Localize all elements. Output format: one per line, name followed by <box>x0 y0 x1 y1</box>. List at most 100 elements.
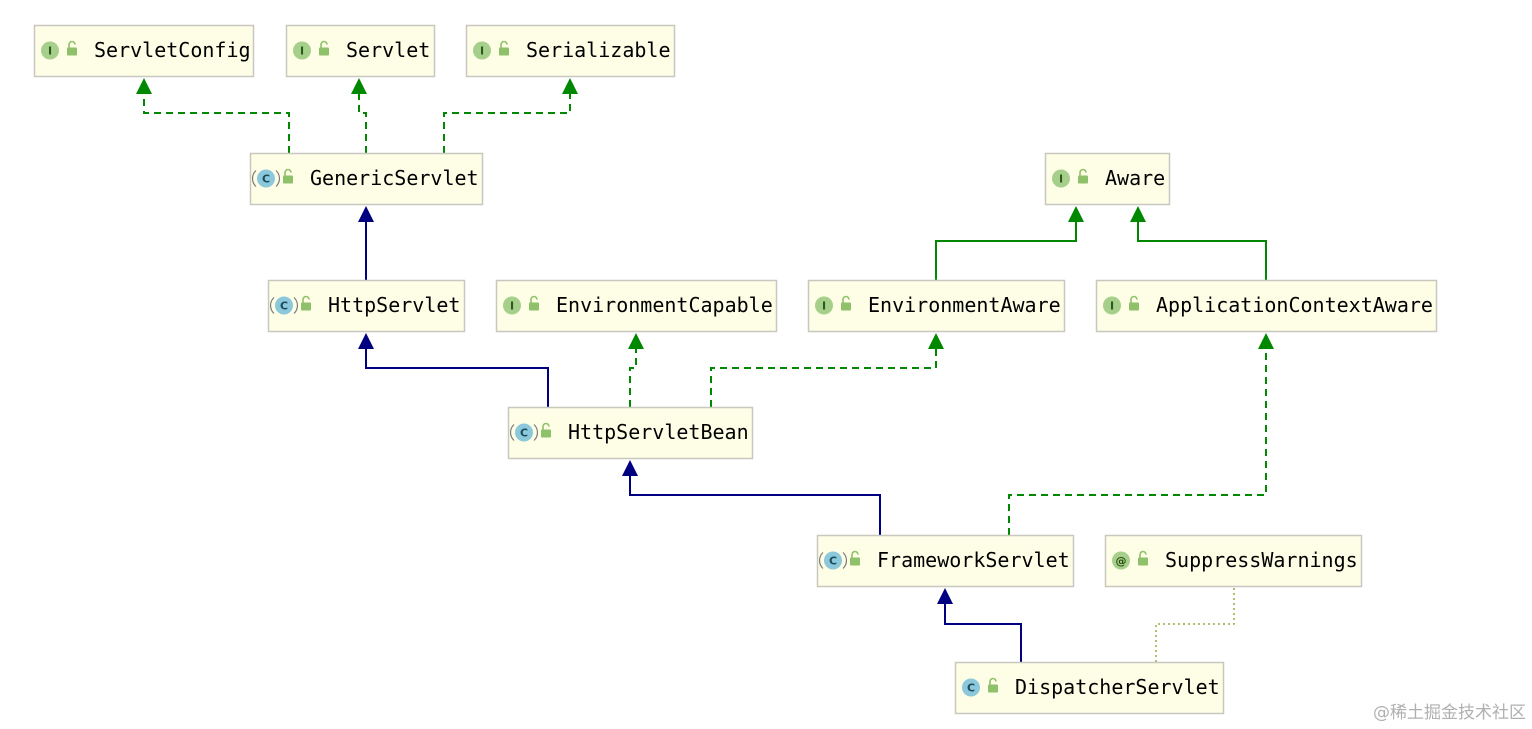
node-box <box>495 279 778 333</box>
interface-icon: I <box>293 41 311 60</box>
node-badge-letter: I <box>480 45 484 58</box>
node-label: SuppressWarnings <box>1165 548 1358 572</box>
node-badge-letter: I <box>510 300 514 313</box>
node-label: DispatcherServlet <box>1015 675 1220 699</box>
node-label: HttpServlet <box>328 293 460 317</box>
edge-arrowhead <box>351 78 367 94</box>
edge-arrowhead <box>1258 333 1274 349</box>
node-servletconfig[interactable]: I ServletConfig <box>33 24 255 78</box>
edge-genericservlet-to-servletconfig <box>136 78 290 153</box>
node-badge-letter: I <box>300 45 304 58</box>
node-badge-letter: C <box>829 555 837 568</box>
interface-icon: I <box>815 296 833 315</box>
public-lock-icon <box>301 295 311 311</box>
node-box <box>954 661 1225 715</box>
edge-line <box>1155 588 1235 662</box>
interface-icon: I <box>503 296 521 315</box>
interface-icon: I <box>41 41 59 60</box>
node-label: ServletConfig <box>94 38 251 62</box>
node-box <box>1095 279 1438 333</box>
public-lock-icon <box>850 550 860 566</box>
edge-arrowhead <box>562 78 578 94</box>
node-label: FrameworkServlet <box>877 548 1070 572</box>
edge-arrowhead <box>937 588 953 604</box>
edge-arrowhead <box>1130 206 1146 222</box>
node-environmentaware[interactable]: I EnvironmentAware <box>807 279 1066 333</box>
edge-line <box>443 92 571 153</box>
public-lock-icon <box>529 295 539 311</box>
public-lock-icon <box>499 40 509 56</box>
edge-arrowhead <box>622 460 638 476</box>
node-badge-letter: @ <box>1116 555 1127 568</box>
public-lock-icon <box>1129 295 1139 311</box>
node-label: EnvironmentCapable <box>556 293 773 317</box>
node-applicationcontextaware[interactable]: I ApplicationContextAware <box>1095 279 1438 333</box>
node-box <box>807 279 1066 333</box>
edge-line <box>710 347 937 407</box>
watermark: @稀土掘金技术社区 <box>1373 703 1526 723</box>
abstract-class-icon: C <box>252 169 280 188</box>
public-lock-icon <box>319 40 329 56</box>
node-label: Serializable <box>526 38 671 62</box>
node-httpservletbean[interactable]: C HttpServletBean <box>507 406 754 460</box>
edge-arrowhead <box>358 206 374 222</box>
edge-arrowhead <box>1068 206 1084 222</box>
node-label: HttpServletBean <box>568 420 749 444</box>
edge-dispatcherservlet-to-suppresswarnings <box>1155 588 1235 662</box>
edge-arrowhead <box>136 78 152 94</box>
edge-httpservletbean-to-environmentcapable <box>628 333 644 407</box>
edge-genericservlet-to-servlet <box>351 78 367 153</box>
node-frameworkservlet[interactable]: C FrameworkServlet <box>816 534 1075 588</box>
node-suppresswarnings[interactable]: @ SuppressWarnings <box>1104 534 1363 588</box>
edge-httpservletbean-to-environmentaware <box>710 333 944 407</box>
edge-arrowhead <box>928 333 944 349</box>
edge-frameworkservlet-to-httpservletbean <box>622 460 881 535</box>
abstract-class-icon: C <box>270 296 298 315</box>
edge-arrowhead <box>358 333 374 349</box>
edge-line <box>1137 220 1267 280</box>
edge-arrowhead <box>628 333 644 349</box>
public-lock-icon <box>541 422 551 438</box>
node-servlet[interactable]: I Servlet <box>285 24 436 78</box>
interface-icon: I <box>1052 169 1070 188</box>
edge-line <box>143 92 290 153</box>
edge-applicationcontextaware-to-aware <box>1130 206 1267 280</box>
node-badge-letter: C <box>262 173 270 186</box>
node-serializable[interactable]: I Serializable <box>465 24 676 78</box>
public-lock-icon <box>1078 168 1088 184</box>
node-aware[interactable]: I Aware <box>1044 152 1171 206</box>
edge-line <box>1008 347 1267 535</box>
node-box <box>816 534 1075 588</box>
edge-frameworkservlet-to-applicationcontextaware <box>1008 333 1274 535</box>
node-badge-letter: C <box>520 427 528 440</box>
node-label: EnvironmentAware <box>868 293 1061 317</box>
public-lock-icon <box>841 295 851 311</box>
edge-dispatcherservlet-to-frameworkservlet <box>937 588 1022 662</box>
node-badge-letter: I <box>1059 173 1063 186</box>
edge-genericservlet-to-serializable <box>443 78 578 153</box>
interface-icon: I <box>1103 296 1121 315</box>
edge-line <box>944 602 1022 662</box>
node-badge-letter: I <box>48 45 52 58</box>
node-httpservlet[interactable]: C HttpServlet <box>267 279 466 333</box>
node-genericservlet[interactable]: C GenericServlet <box>249 152 484 206</box>
node-label: Aware <box>1105 166 1165 190</box>
interface-icon: I <box>473 41 491 60</box>
node-label: ApplicationContextAware <box>1156 293 1433 317</box>
node-badge-letter: I <box>822 300 826 313</box>
abstract-class-icon: C <box>510 423 538 442</box>
class-icon: C <box>962 678 980 697</box>
edge-environmentaware-to-aware <box>935 206 1084 280</box>
public-lock-icon <box>67 40 77 56</box>
node-label: Servlet <box>346 38 430 62</box>
node-dispatcherservlet[interactable]: C DispatcherServlet <box>954 661 1225 715</box>
node-box <box>1104 534 1363 588</box>
edge-line <box>358 92 367 153</box>
node-label: GenericServlet <box>310 166 479 190</box>
edge-line <box>935 220 1077 280</box>
edge-line <box>629 347 637 407</box>
node-environmentcapable[interactable]: I EnvironmentCapable <box>495 279 778 333</box>
edge-line <box>629 474 881 535</box>
